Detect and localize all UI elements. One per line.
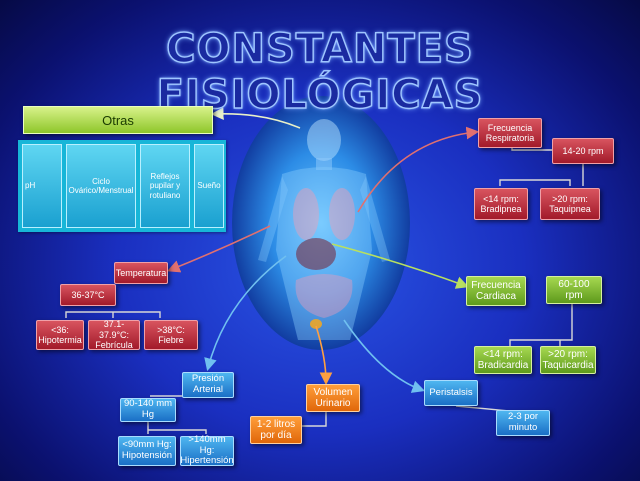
body-glow-background <box>232 96 410 350</box>
cardiaca-range-node: 60-100 rpm <box>546 276 602 304</box>
temperatura-range-node: 36-37°C <box>60 284 116 306</box>
otras-panel: pH Ciclo Ovárico/Menstrual Reflejos pupi… <box>18 140 226 232</box>
temperatura-high-node: >38°C: Fiebre <box>144 320 198 350</box>
presion-range-node: 90-140 mm Hg <box>120 398 176 422</box>
otras-header: Otras <box>23 106 213 134</box>
cardiaca-node: Frecuencia Cardiaca <box>466 276 526 306</box>
page-title: CONSTANTES FISIOLÓGICAS <box>156 25 484 118</box>
human-body-illustration <box>258 119 390 340</box>
cardiaca-high-node: >20 rpm: Taquicardia <box>540 346 596 374</box>
urinario-range-node: 1-2 litros por día <box>250 416 302 444</box>
otras-item-ph: pH <box>22 144 62 228</box>
presion-node: Presión Arterial <box>182 372 234 398</box>
otras-item-sueno: Sueño <box>194 144 224 228</box>
urinario-node: Volumen Urinario <box>306 384 360 412</box>
cardiaca-low-node: <14 rpm: Bradicardia <box>474 346 532 374</box>
peristalsis-node: Peristalsis <box>424 380 478 406</box>
respiratoria-range-node: 14-20 rpm <box>552 138 614 164</box>
temperatura-mid-node: 37.1-37.9°C: Febrícula <box>88 319 140 350</box>
otras-item-reflejos: Reflejos pupilar y rotuliano <box>140 144 190 228</box>
respiratoria-node: Frecuencia Respiratoria <box>478 118 542 148</box>
otras-item-ciclo: Ciclo Ovárico/Menstrual <box>66 144 136 228</box>
presion-high-node: >140mm Hg: Hipertensión <box>180 433 234 467</box>
temperatura-node: Temperatura <box>114 262 168 284</box>
peristalsis-range-node: 2-3 por minuto <box>496 410 550 436</box>
respiratoria-low-node: <14 rpm: Bradipnea <box>474 188 528 220</box>
respiratoria-high-node: >20 rpm: Taquipnea <box>540 188 600 220</box>
presion-low-node: <90mm Hg: Hipotensión <box>118 436 176 466</box>
temperatura-low-node: <36: Hipotermia <box>36 320 84 350</box>
